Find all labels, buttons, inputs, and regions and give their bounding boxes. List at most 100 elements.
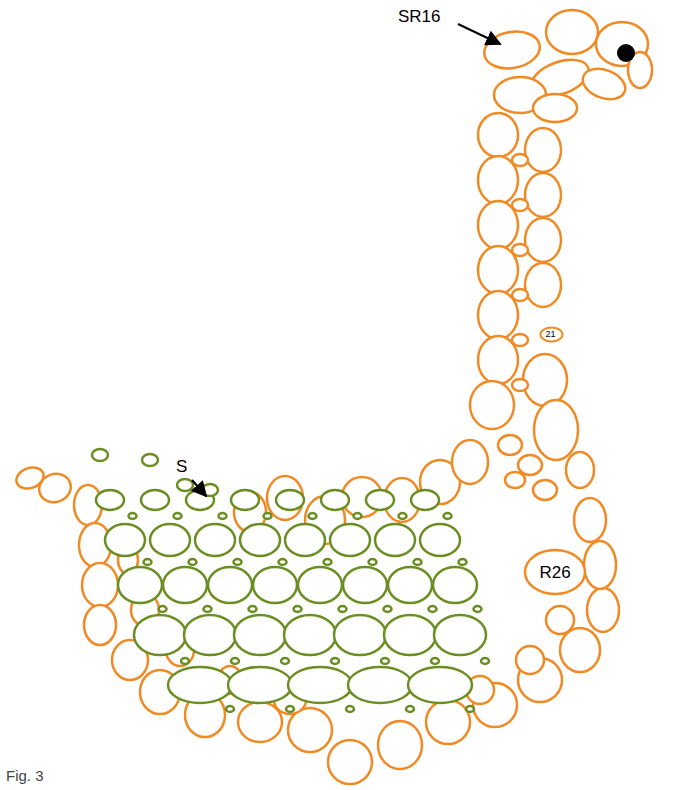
- orange-ring: [82, 563, 118, 607]
- green-picot: [384, 606, 392, 612]
- orange-ring: [533, 480, 557, 500]
- green-picot: [459, 559, 467, 565]
- green-ring: [168, 667, 232, 703]
- green-ring: [105, 524, 145, 556]
- orange-ring: [505, 472, 525, 488]
- orange-ring: [579, 63, 630, 104]
- green-ring: [284, 615, 336, 655]
- orange-ring: [267, 476, 303, 520]
- green-picot: [144, 559, 152, 565]
- orange-ring: [481, 27, 542, 72]
- orange-ring: [512, 289, 528, 301]
- numbered-ring: 21: [540, 327, 563, 342]
- orange-ring: [533, 94, 577, 122]
- green-ring: [141, 490, 169, 510]
- green-picot: [177, 479, 193, 491]
- green-picot: [429, 606, 437, 612]
- green-ring: [150, 524, 190, 556]
- orange-ring: [498, 435, 522, 455]
- orange-ring: [560, 628, 600, 672]
- green-picot: [324, 559, 332, 565]
- green-ring: [411, 490, 439, 510]
- green-picot: [129, 513, 137, 519]
- orange-ring: [512, 154, 528, 166]
- orange-ring: [525, 173, 561, 217]
- orange-ring: [512, 244, 528, 256]
- eye-dot: [617, 44, 635, 62]
- green-ring: [96, 490, 124, 510]
- green-picot: [174, 513, 182, 519]
- green-picot: [279, 559, 287, 565]
- green-picot: [466, 706, 474, 712]
- orange-ring: [523, 354, 567, 406]
- green-picot: [369, 559, 377, 565]
- green-picot: [331, 658, 339, 664]
- green-ring: [228, 667, 292, 703]
- green-ring: [276, 490, 304, 510]
- orange-ring: [518, 455, 542, 475]
- callout-label: SR16: [398, 8, 441, 25]
- orange-ring: [512, 334, 528, 346]
- green-picot: [354, 513, 362, 519]
- green-ring: [298, 567, 342, 603]
- green-picot: [181, 658, 189, 664]
- green-ring: [195, 524, 235, 556]
- orange-ring: [534, 400, 578, 460]
- green-ring: [420, 524, 460, 556]
- green-ring: [234, 615, 286, 655]
- orange-ring: [512, 379, 528, 391]
- green-ring: [330, 524, 370, 556]
- figure-caption: Fig. 3: [6, 768, 44, 783]
- green-picot: [399, 513, 407, 519]
- green-picot: [286, 706, 294, 712]
- green-picot: [414, 559, 422, 565]
- orange-ring: [452, 440, 488, 484]
- green-picot: [142, 454, 158, 466]
- green-ring: [231, 490, 259, 510]
- green-ring: [253, 567, 297, 603]
- green-picot: [231, 658, 239, 664]
- leader-line: [192, 480, 206, 496]
- orange-ring: [328, 740, 372, 784]
- orange-ring: [378, 721, 422, 769]
- orange-ring: [525, 263, 561, 307]
- green-picot: [346, 706, 354, 712]
- orange-ring: [584, 541, 616, 589]
- green-picot: [249, 606, 257, 612]
- green-picot: [264, 513, 272, 519]
- green-picot: [281, 658, 289, 664]
- orange-ring: [516, 646, 544, 674]
- green-picot: [234, 559, 242, 565]
- orange-ring: [587, 588, 619, 632]
- green-ring: [118, 567, 162, 603]
- green-ring: [285, 524, 325, 556]
- green-ring: [408, 667, 472, 703]
- green-ring: [208, 567, 252, 603]
- green-picot: [339, 606, 347, 612]
- green-ring: [288, 667, 352, 703]
- orange-ring: [525, 128, 561, 172]
- green-ring: [334, 615, 386, 655]
- green-picot: [474, 606, 482, 612]
- green-picot: [159, 606, 167, 612]
- orange-ring: [426, 700, 470, 744]
- green-picot: [381, 658, 389, 664]
- orange-ring: [512, 199, 528, 211]
- orange-ring: [546, 10, 598, 54]
- green-picot: [226, 706, 234, 712]
- green-picot: [431, 658, 439, 664]
- callout-label: S: [176, 458, 187, 475]
- green-ring: [388, 567, 432, 603]
- orange-ring: [566, 452, 594, 488]
- leader-line: [458, 24, 500, 44]
- green-picot: [189, 559, 197, 565]
- green-ring: [321, 490, 349, 510]
- green-ring: [134, 615, 186, 655]
- green-picot: [219, 513, 227, 519]
- orange-ring: [35, 469, 75, 506]
- green-picot: [294, 606, 302, 612]
- orange-ring: [470, 381, 514, 429]
- green-ring: [434, 615, 486, 655]
- green-ring: [163, 567, 207, 603]
